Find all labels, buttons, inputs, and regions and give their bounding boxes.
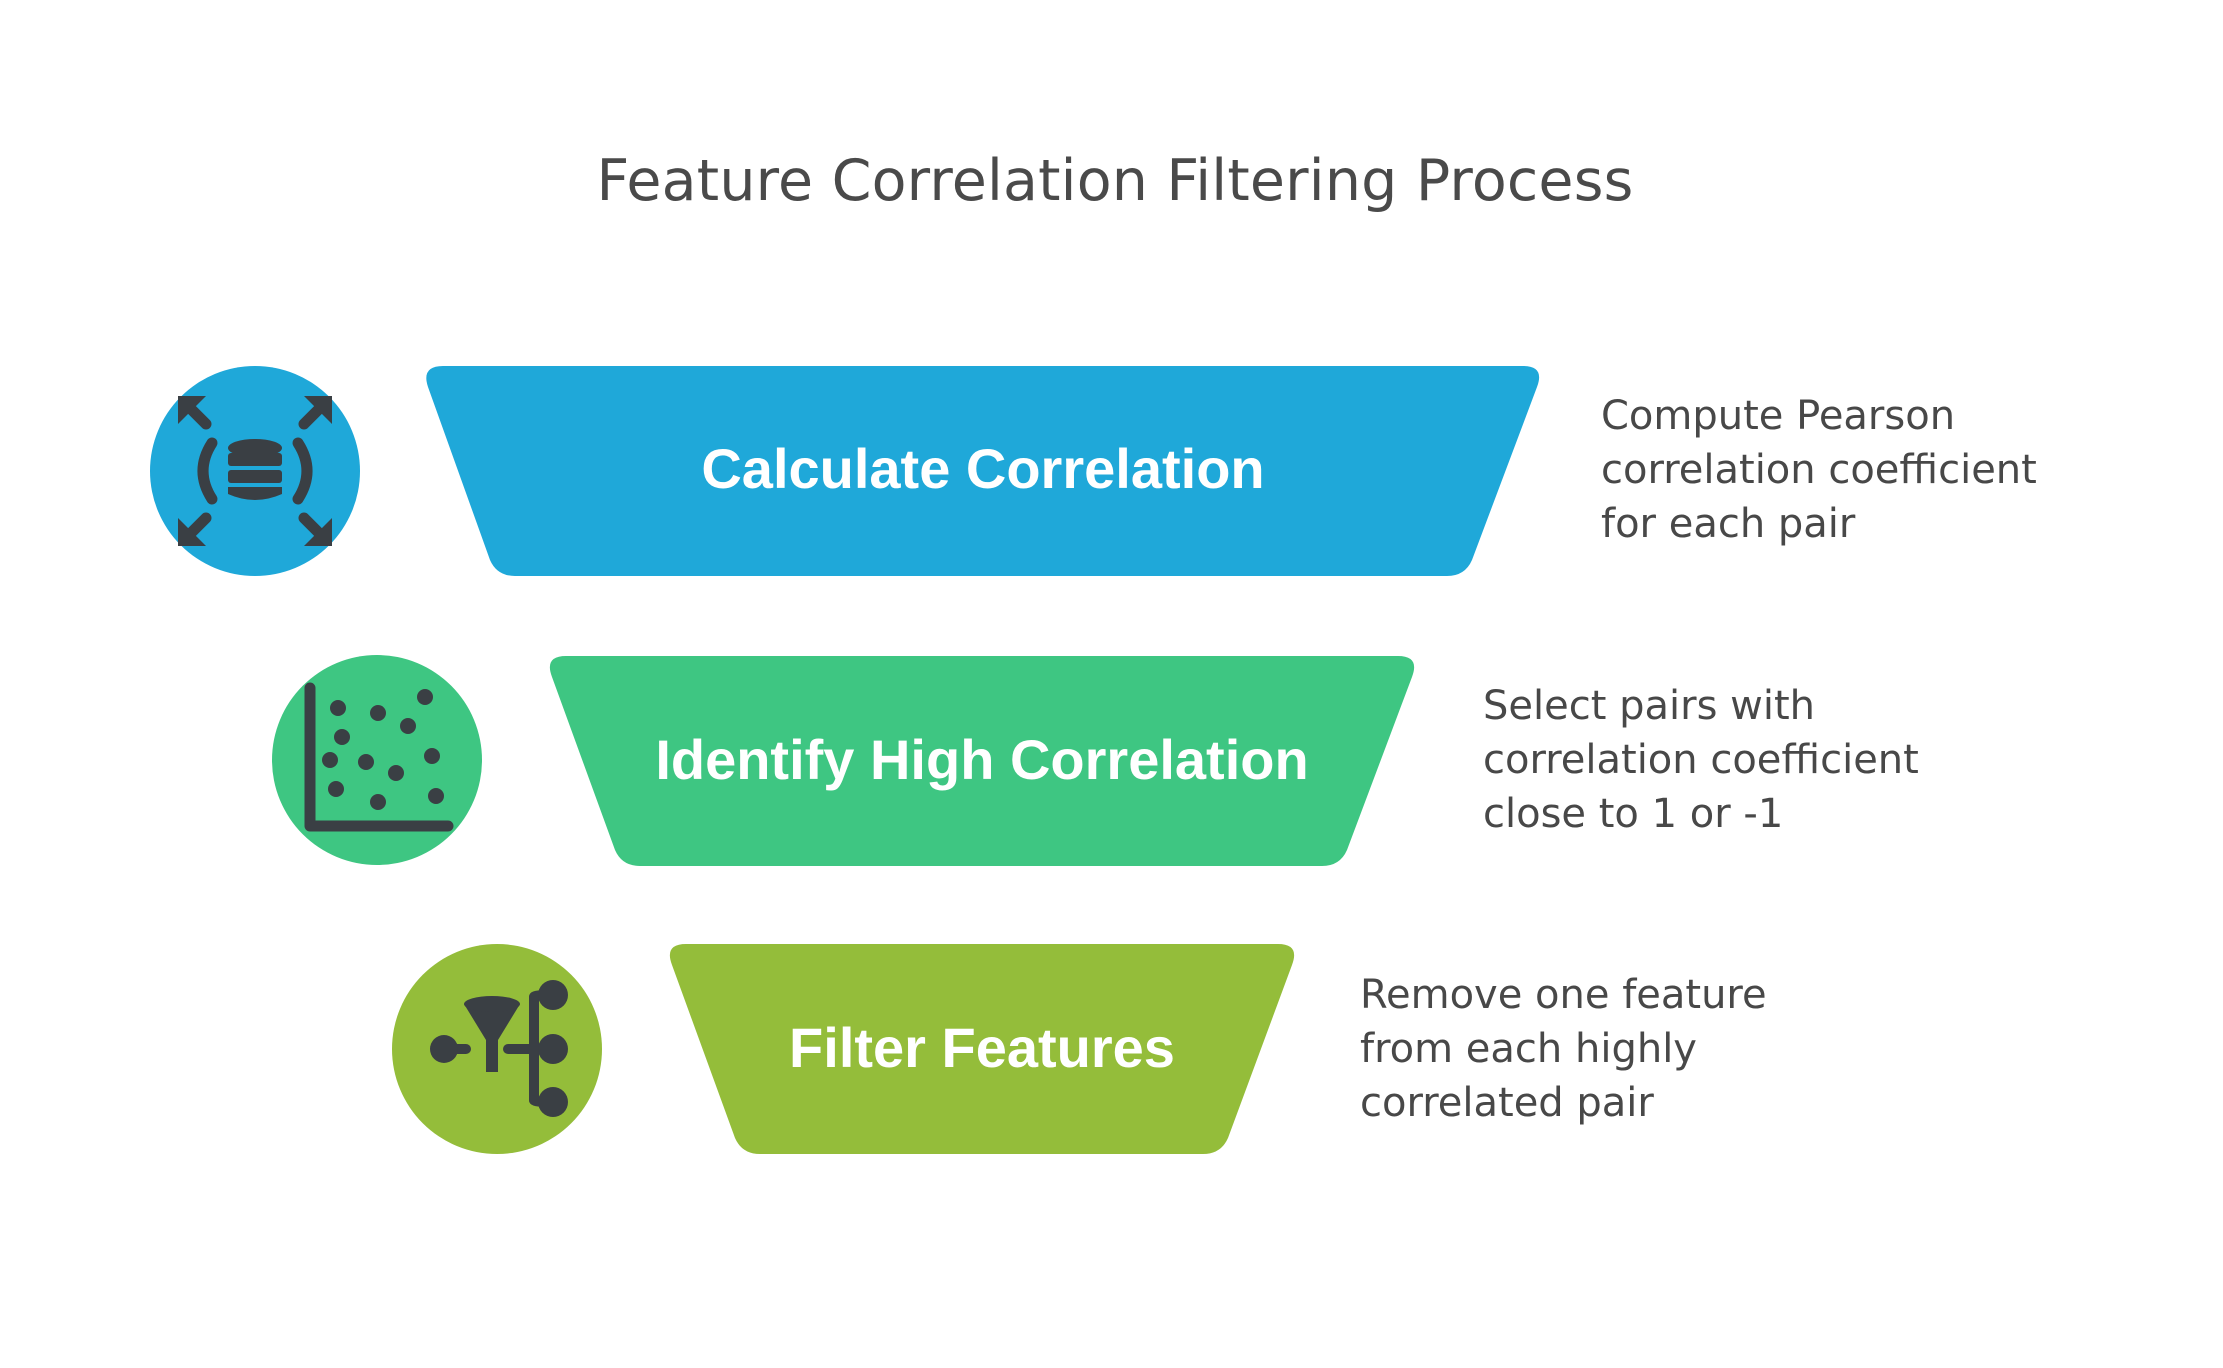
step-2-label: Identify High Correlation (655, 728, 1308, 791)
step-3-funnel-band (669, 944, 1295, 1154)
step-3-description-line-3: correlated pair (1360, 1080, 1654, 1126)
step-3-description-line-1: Remove one feature (1360, 972, 1767, 1018)
step-2-description-line-3: close to 1 or -1 (1483, 791, 1784, 837)
step-1-description-line-3: for each pair (1601, 501, 1856, 547)
step-1: Calculate Correlation (150, 366, 1540, 576)
funnel-filter-icon (392, 944, 602, 1154)
step-1-funnel-band (426, 366, 1540, 576)
step-2-description-line-1: Select pairs with (1483, 683, 1815, 729)
step-1-description-line-1: Compute Pearson (1601, 393, 1956, 439)
step-2-description-line-2: correlation coefficient (1483, 737, 1919, 783)
diagram-title: Feature Correlation Filtering Process (596, 148, 1634, 214)
step-3: Filter Features (392, 944, 1295, 1154)
step-2: Identify High Correlation (272, 655, 1415, 866)
step-3-label: Filter Features (789, 1016, 1175, 1079)
step-1-description: Compute Pearson correlation coefficient … (1601, 389, 2037, 551)
step-2-funnel-band (549, 656, 1415, 866)
step-3-description-line-2: from each highly (1360, 1026, 1697, 1072)
scatter-plot-icon (272, 655, 482, 865)
step-1-description-line-2: correlation coefficient (1601, 447, 2037, 493)
step-2-description: Select pairs with correlation coefficien… (1483, 679, 1919, 841)
step-1-label: Calculate Correlation (701, 437, 1264, 500)
database-expand-icon (150, 366, 360, 576)
step-3-description: Remove one feature from each highly corr… (1360, 968, 1767, 1130)
